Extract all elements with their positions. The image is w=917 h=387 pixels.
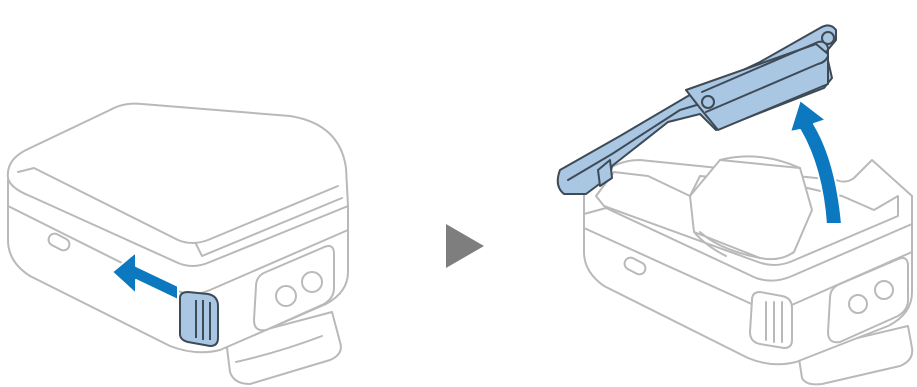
printer-closed <box>8 104 348 384</box>
panel-hole-2 <box>302 272 322 292</box>
panel-hole-1 <box>276 286 296 306</box>
next-step-arrow-icon <box>446 224 484 268</box>
panel-hole-2 <box>875 281 893 299</box>
hinge-pin-right <box>822 32 834 44</box>
panel-hole-1 <box>849 295 867 313</box>
latch-open <box>750 292 792 348</box>
latch-icon <box>180 292 218 346</box>
hinge-pin-left <box>702 96 714 108</box>
printer-open <box>584 156 912 384</box>
